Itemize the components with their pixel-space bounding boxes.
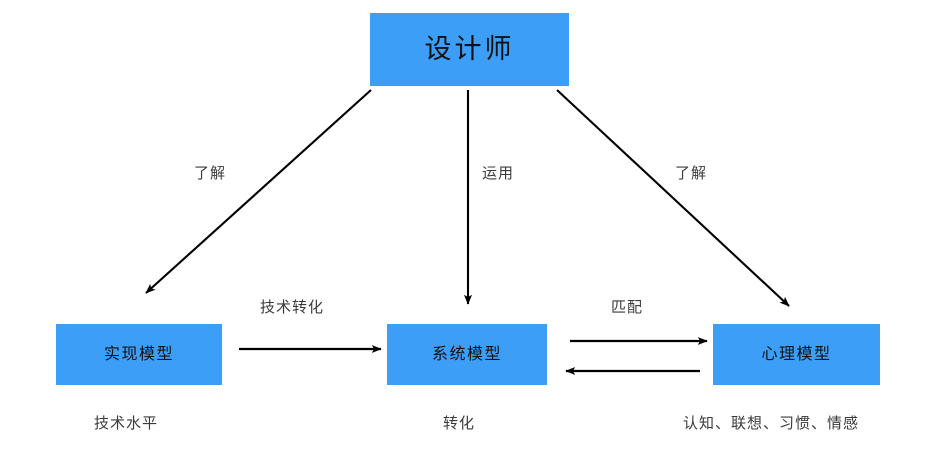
edge-label-designer-to-mental: 了解: [675, 165, 708, 182]
caption-system-model: 转化: [443, 415, 476, 432]
caption-implementation-model: 技术水平: [94, 415, 159, 432]
node-mental-model[interactable]: 心理模型: [713, 324, 880, 385]
node-implementation-model[interactable]: 实现模型: [56, 324, 222, 385]
node-implementation-model-label: 实现模型: [103, 345, 174, 363]
edge-designer-to-mental-line: [556, 89, 790, 307]
node-mental-model-label: 心理模型: [761, 345, 832, 363]
edge-label-implementation-to-system: 技术转化: [260, 299, 325, 316]
edge-label-designer-to-implementation: 了解: [194, 165, 227, 182]
edge-designer-to-implementation-line: [145, 89, 372, 294]
node-system-model-label: 系统模型: [431, 345, 502, 363]
edge-label-designer-to-system: 运用: [482, 165, 515, 182]
caption-mental-model: 认知、联想、习惯、情感: [683, 415, 860, 432]
edge-label-system-to-mental: 匹配: [611, 299, 644, 316]
node-designer[interactable]: 设计师: [370, 13, 569, 86]
node-designer-label: 设计师: [424, 34, 515, 64]
node-system-model[interactable]: 系统模型: [387, 324, 547, 385]
